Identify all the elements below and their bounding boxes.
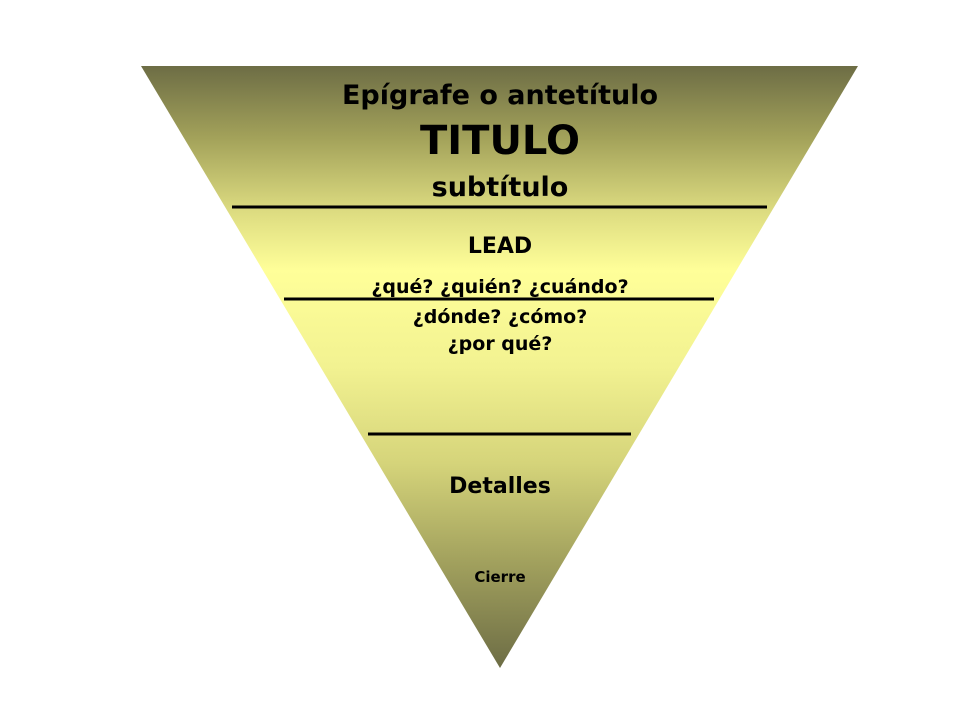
titulo-label: TITULO [420,118,580,164]
detalles-label: Detalles [449,474,551,499]
lead-questions-line-1: ¿qué? ¿quién? ¿cuándo? [371,276,629,298]
lead-questions-line-2: ¿dónde? ¿cómo? [412,306,588,328]
epigrafe-label: Epígrafe o antetítulo [341,80,659,111]
subtitulo-label: subtítulo [431,172,569,203]
cierre-label: Cierre [474,568,526,586]
pyramid-triangle [141,66,858,668]
lead-label: LEAD [467,234,533,259]
lead-questions-line-3: ¿por qué? [447,333,553,355]
